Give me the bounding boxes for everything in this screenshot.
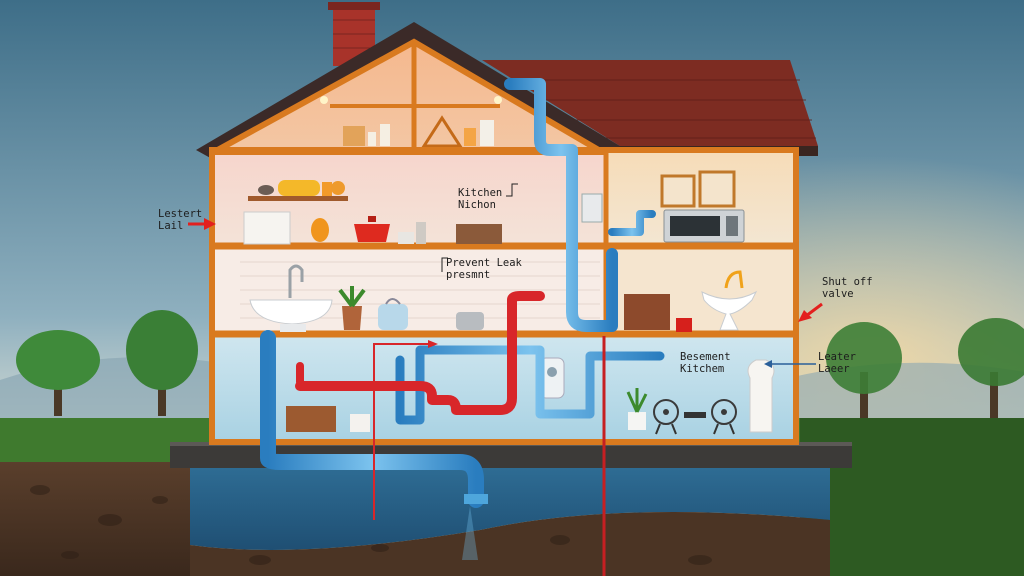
label-shutoff-line2: valve — [822, 288, 854, 300]
grass-right — [800, 418, 1024, 576]
label-prevent-line1: Prevent Leak — [446, 257, 522, 269]
water-jug — [747, 359, 775, 433]
label-leater: Leater Laeer — [818, 351, 856, 375]
label-shutoff-line1: Shut off — [822, 276, 873, 288]
soil-left — [0, 462, 190, 576]
label-kitchen: Kitchen Nichon — [458, 187, 502, 211]
boiler-unit — [581, 193, 603, 223]
tree-icon — [826, 322, 902, 418]
stool — [684, 412, 706, 418]
cabinet — [456, 224, 502, 244]
sink-icon — [249, 264, 333, 332]
hot-pipes — [295, 291, 545, 415]
roof-icon — [482, 60, 818, 146]
pan — [456, 312, 484, 330]
label-left-line2: Lail — [158, 220, 184, 232]
fan-icon — [711, 399, 737, 435]
fan-icon — [653, 399, 679, 435]
tree-icon — [958, 318, 1024, 418]
frame-picture — [698, 170, 736, 208]
plant-icon — [338, 286, 366, 330]
tree-icon — [126, 310, 198, 416]
dishwasher — [243, 211, 291, 245]
label-shutoff-valve: Shut off valve — [822, 276, 873, 300]
label-kitchen-line1: Kitchen — [458, 187, 503, 199]
dresser — [624, 294, 670, 330]
label-basement-line1: Besement — [680, 351, 731, 363]
arrow-shutoff — [805, 302, 823, 318]
label-kitchen-line2: Nichon — [458, 199, 496, 211]
attic — [214, 42, 602, 152]
water-pipes — [260, 78, 665, 508]
plant-icon — [626, 388, 648, 430]
label-left-line1: Lestert — [158, 208, 203, 220]
shelf-items — [258, 180, 345, 196]
water-leak — [462, 506, 478, 560]
label-leater-line1: Leater — [818, 351, 856, 363]
shelf — [248, 196, 348, 201]
label-basement: Besement Kitchem — [680, 351, 731, 375]
foundation — [190, 462, 830, 550]
tree-icon — [16, 330, 100, 416]
label-basement-line2: Kitchem — [680, 363, 725, 375]
label-left-callout: Lestert Lail — [158, 208, 202, 232]
attic-items — [320, 96, 502, 146]
toilet-icon — [701, 270, 758, 331]
microwave-icon — [663, 209, 745, 243]
kettle — [378, 298, 408, 330]
label-prevent-line2: presmnt — [446, 269, 491, 281]
chimney-icon — [328, 2, 380, 66]
soil-under — [190, 512, 830, 576]
frame-picture — [660, 174, 696, 208]
label-prevent-leak: Prevent Leak presmnt — [446, 257, 522, 281]
soil-stones — [30, 485, 712, 565]
pot-icon — [354, 216, 390, 242]
storage-box — [286, 406, 336, 432]
vase — [311, 218, 329, 242]
label-leater-line2: Laeer — [818, 363, 850, 375]
